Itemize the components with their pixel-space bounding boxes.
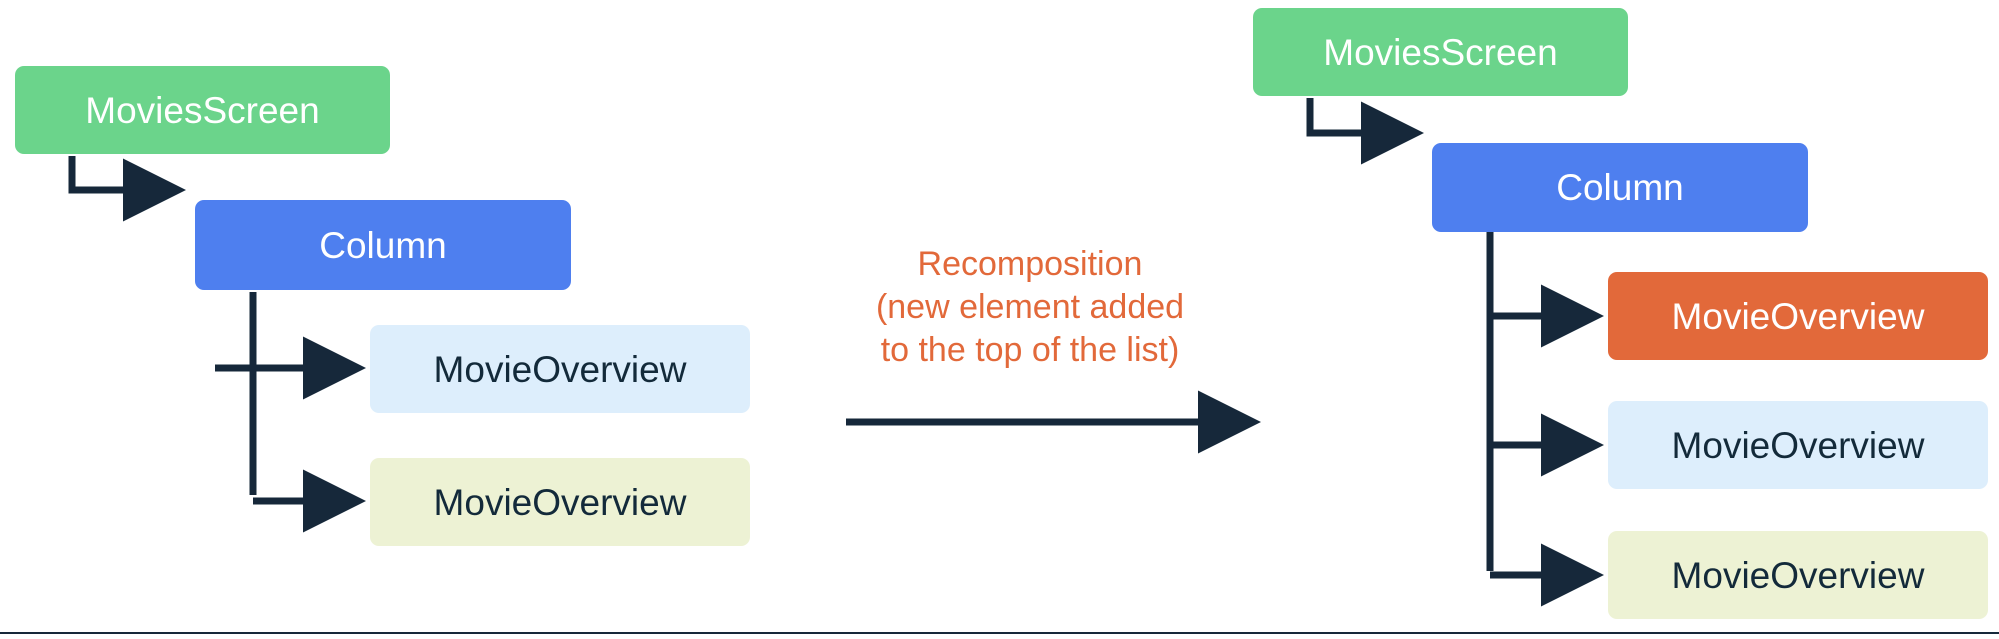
after-movie-overview-label-2: MovieOverview (1671, 424, 1925, 466)
before-movies-screen-label: MoviesScreen (85, 89, 320, 131)
after-movie-overview-label-1: MovieOverview (1671, 295, 1925, 337)
after-movies-screen-node[interactable]: MoviesScreen (1253, 8, 1628, 96)
before-column-node[interactable]: Column (195, 200, 571, 290)
before-movie-overview-label-1: MovieOverview (433, 348, 687, 390)
before-movies-screen-node[interactable]: MoviesScreen (15, 66, 390, 154)
after-column-node[interactable]: Column (1432, 143, 1808, 232)
caption-line-1: Recomposition (917, 245, 1143, 283)
after-movie-overview-label-3: MovieOverview (1671, 554, 1925, 596)
before-movie-overview-label-2: MovieOverview (433, 481, 687, 523)
before-column-label: Column (319, 224, 447, 266)
after-movie-overview-node-2[interactable]: MovieOverview (1608, 401, 1988, 489)
before-movie-overview-node-2[interactable]: MovieOverview (370, 458, 750, 546)
caption-line-3: to the top of the list) (880, 331, 1180, 369)
caption-line-2: (new element added (875, 288, 1185, 326)
after-movie-overview-node-1[interactable]: MovieOverview (1608, 272, 1988, 360)
after-column-label: Column (1556, 167, 1684, 208)
after-movie-overview-node-3[interactable]: MovieOverview (1608, 531, 1988, 619)
bottom-divider (0, 632, 1999, 634)
before-movie-overview-node-1[interactable]: MovieOverview (370, 325, 750, 413)
after-movies-screen-label: MoviesScreen (1323, 31, 1558, 73)
recomposition-caption: Recomposition (new element added to the … (830, 243, 1230, 372)
